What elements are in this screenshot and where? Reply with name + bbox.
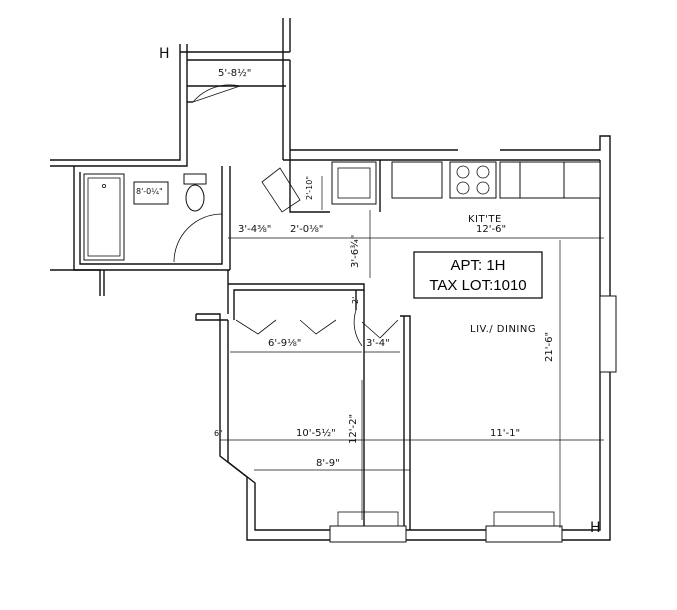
unit-info-box: APT: 1H TAX LOT:1010 bbox=[413, 251, 543, 299]
dim-closet-height: 2'-10" bbox=[305, 176, 314, 200]
room-label-living-dining: LIV./ DINING bbox=[470, 324, 536, 335]
hallway-marker-top: H bbox=[159, 46, 170, 62]
windows bbox=[329, 295, 617, 543]
dim-closet-width: 2'-0⅛" bbox=[290, 224, 323, 235]
toilet bbox=[183, 173, 207, 212]
counters bbox=[391, 161, 601, 199]
dim-short-two: 2' bbox=[351, 297, 360, 304]
closet-swing bbox=[261, 167, 301, 213]
dim-door-width: 3'-4" bbox=[366, 338, 390, 349]
dim-bedroom-height: 12'-2" bbox=[348, 414, 359, 444]
dim-kitchen-width: 12'-6" bbox=[476, 224, 506, 235]
hallway-marker-bottom: H bbox=[590, 520, 601, 536]
dimension-lines bbox=[220, 176, 604, 528]
fridge bbox=[331, 161, 377, 205]
dim-bedroom-width: 10'-5½" bbox=[296, 427, 336, 439]
dim-small-six: 6" bbox=[214, 429, 223, 438]
dim-living-width: 11'-1" bbox=[490, 428, 520, 439]
closet-door-top bbox=[192, 84, 241, 103]
dim-hall-width: 3'-4⅜" bbox=[238, 224, 271, 235]
unit-apt-label: APT: 1H bbox=[450, 257, 505, 274]
dim-kitchen-depth: 3'-6¾" bbox=[350, 235, 361, 268]
dim-living-height: 21'-6" bbox=[544, 332, 555, 362]
bathtub bbox=[83, 173, 125, 261]
sink-bath bbox=[133, 181, 169, 205]
unit-tax-lot-label: TAX LOT:1010 bbox=[429, 277, 526, 294]
room-label-kitchen: KIT'TE bbox=[468, 214, 502, 225]
labels: H 5'-8½" 8'-0¼" 2'-10" 3'-4⅜" 2'-0⅛" 3'-… bbox=[136, 46, 601, 536]
walls bbox=[50, 18, 611, 541]
dim-closet-top: 5'-8½" bbox=[218, 67, 251, 79]
bath-door bbox=[173, 213, 223, 264]
doors-interior bbox=[235, 309, 399, 347]
dim-bedroom-lower-width: 8'-9" bbox=[316, 458, 340, 469]
stove bbox=[449, 161, 497, 199]
dim-bath-small: 8'-0¼" bbox=[136, 187, 163, 196]
dim-closet-row-width: 6'-9⅛" bbox=[268, 338, 301, 349]
